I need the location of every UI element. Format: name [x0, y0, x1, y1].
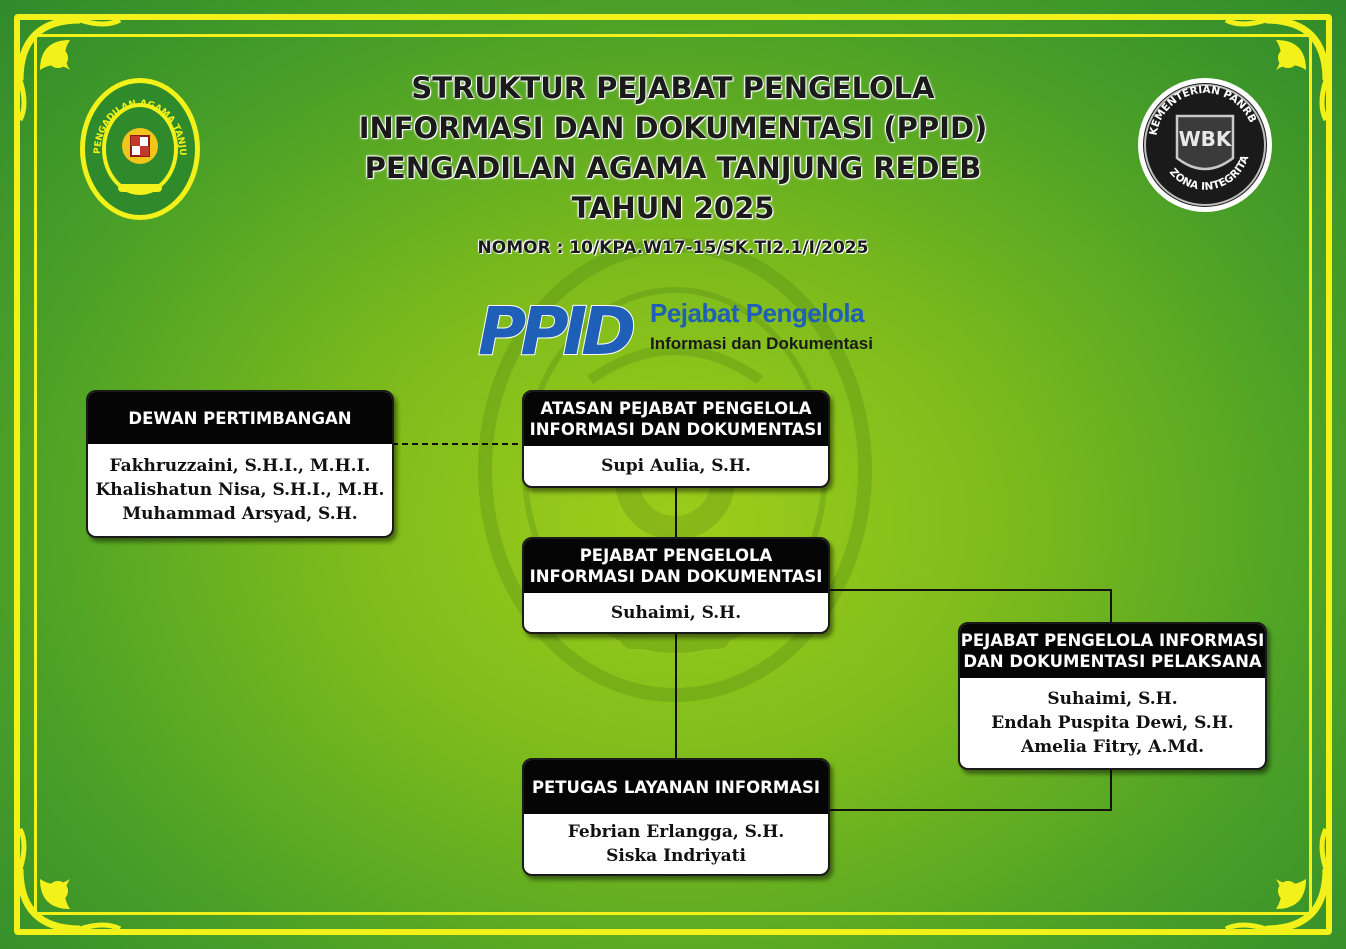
ppid-logo-mark-icon: PPID	[478, 298, 640, 358]
corner-ornament-icon	[1224, 827, 1330, 933]
member-name: Siska Indriyati	[606, 846, 746, 866]
node-header: DEWAN PERTIMBANGAN	[88, 392, 392, 444]
wbk-mark-text: WBK	[1179, 127, 1233, 151]
wbk-zona-integritas-badge-icon: KEMENTERIAN PANRB ZONA INTEGRITAS WBK	[1134, 76, 1272, 212]
member-name: Muhammad Arsyad, S.H.	[122, 504, 358, 524]
ppid-logo-name: Pejabat Pengelola	[650, 298, 865, 328]
ppid-logo-subtitle: Informasi dan Dokumentasi	[650, 334, 873, 353]
node-header-line: PEJABAT PENGELOLA	[579, 546, 773, 565]
title-line-2: INFORMASI DAN DOKUMENTASI (PPID)	[358, 111, 988, 145]
ppid-mark-text: PPID	[478, 298, 633, 358]
node-ppid-pelaksana: PEJABAT PENGELOLA INFORMASI DAN DOKUMENT…	[958, 622, 1267, 770]
title-line-3: PENGADILAN AGAMA TANJUNG REDEB	[364, 151, 982, 185]
ornamental-frame-inner	[34, 34, 1312, 915]
member-name: Khalishatun Nisa, S.H.I., M.H.	[95, 480, 385, 500]
node-header: PEJABAT PENGELOLA INFORMASI DAN DOKUMENT…	[960, 624, 1265, 678]
node-members: Supi Aulia, S.H.	[524, 446, 828, 486]
node-header-line: PETUGAS LAYANAN INFORMASI	[531, 777, 821, 797]
ornamental-frame-outer	[14, 14, 1332, 935]
title-line-1: STRUKTUR PEJABAT PENGELOLA	[411, 71, 935, 105]
node-members: Suhaimi, S.H. Endah Puspita Dewi, S.H. A…	[960, 678, 1265, 768]
node-members: Fakhruzzaini, S.H.I., M.H.I. Khalishatun…	[88, 444, 392, 536]
node-header-line: DAN DOKUMENTASI PELAKSANA	[963, 652, 1262, 671]
poster-title: STRUKTUR PEJABAT PENGELOLA INFORMASI DAN…	[300, 68, 1046, 228]
member-name: Amelia Fitry, A.Md.	[1021, 737, 1204, 757]
member-name: Febrian Erlangga, S.H.	[567, 822, 785, 842]
node-header-line: INFORMASI DAN DOKUMENTASI	[529, 567, 823, 586]
node-ppid: PEJABAT PENGELOLA INFORMASI DAN DOKUMENT…	[522, 537, 830, 634]
corner-ornament-icon	[16, 16, 122, 122]
member-name: Suhaimi, S.H.	[610, 602, 742, 623]
corner-ornament-icon	[16, 827, 122, 933]
node-header-line: ATASAN PEJABAT PENGELOLA	[540, 399, 812, 418]
node-atasan-ppid: ATASAN PEJABAT PENGELOLA INFORMASI DAN D…	[522, 390, 830, 488]
node-header: PEJABAT PENGELOLA INFORMASI DAN DOKUMENT…	[524, 539, 828, 593]
node-header: ATASAN PEJABAT PENGELOLA INFORMASI DAN D…	[524, 392, 828, 446]
node-header-line: INFORMASI DAN DOKUMENTASI	[529, 420, 823, 439]
decree-number: NOMOR : 10/KPA.W17-15/SK.TI2.1/I/2025	[477, 238, 869, 258]
node-header: PETUGAS LAYANAN INFORMASI	[524, 760, 828, 814]
node-header-line: DEWAN PERTIMBANGAN	[128, 408, 352, 428]
node-petugas-layanan: PETUGAS LAYANAN INFORMASI Febrian Erlang…	[522, 758, 830, 876]
node-members: Febrian Erlangga, S.H. Siska Indriyati	[524, 814, 828, 874]
connector-ppid-pelaksana	[828, 589, 1112, 623]
connector-pelaksana-petugas	[828, 767, 1112, 811]
node-dewan-pertimbangan: DEWAN PERTIMBANGAN Fakhruzzaini, S.H.I.,…	[86, 390, 394, 538]
pengadilan-agama-seal-icon: PENGADILAN AGAMA TANJUNG REDEB	[78, 76, 200, 220]
node-header-line: PEJABAT PENGELOLA INFORMASI	[960, 631, 1265, 650]
corner-ornament-icon	[1224, 16, 1330, 122]
member-name: Supi Aulia, S.H.	[601, 456, 751, 476]
member-name: Fakhruzzaini, S.H.I., M.H.I.	[109, 456, 371, 476]
member-name: Endah Puspita Dewi, S.H.	[991, 713, 1234, 733]
title-line-4: TAHUN 2025	[571, 191, 775, 225]
node-members: Suhaimi, S.H.	[524, 593, 828, 632]
member-name: Suhaimi, S.H.	[1047, 689, 1178, 709]
